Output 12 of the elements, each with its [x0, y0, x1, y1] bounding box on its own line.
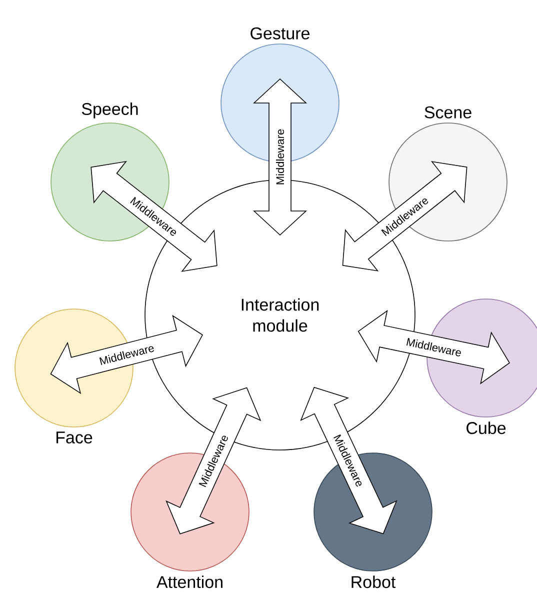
node-label: Speech — [82, 102, 138, 118]
double-arrow — [252, 78, 308, 236]
node-label: Scene — [424, 106, 472, 118]
node-label: Robot — [352, 576, 396, 588]
node-label: Face — [56, 432, 92, 444]
double-arrow — [342, 161, 468, 272]
double-arrow — [358, 310, 510, 384]
node-label: Gesture — [250, 27, 310, 40]
node-label: Attention — [156, 576, 222, 588]
double-arrow — [166, 387, 262, 534]
node-label: Cube — [466, 422, 506, 434]
double-arrow — [90, 160, 218, 272]
